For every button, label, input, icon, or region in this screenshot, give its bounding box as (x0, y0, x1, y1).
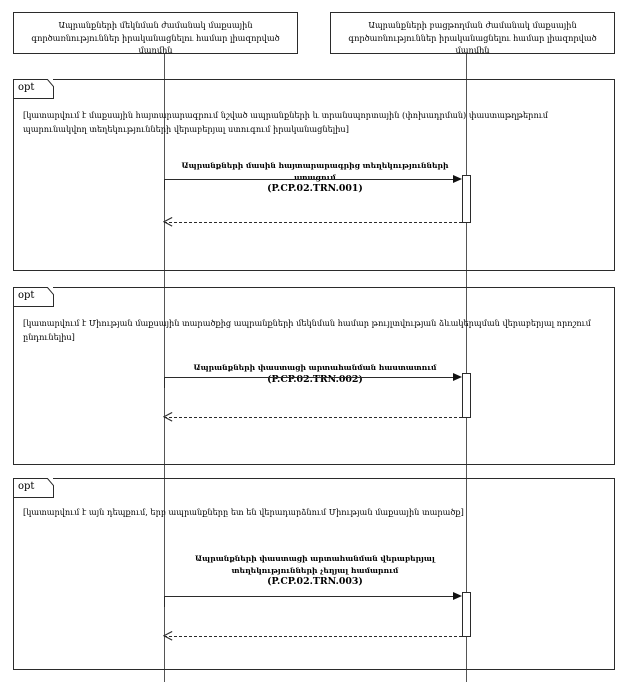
lifeline-release-authority (466, 54, 467, 682)
message-3-reply-arrowhead-icon (163, 631, 173, 641)
participant-departure-authority[interactable]: Ապրանքների մեկնման ժամանակ մաքսային գործ… (13, 12, 298, 54)
lifeline-departure-authority (164, 54, 165, 682)
pentagon-tag-icon (13, 79, 54, 99)
message-2-reply-arrowhead-icon (163, 412, 173, 422)
message-code: (P.CP.02.TRN.002) (267, 373, 363, 385)
pentagon-tag-icon (13, 287, 54, 307)
fragment-operator-label: opt (18, 481, 35, 492)
message-2-call-line[interactable] (164, 377, 454, 378)
message-3-source-stub (164, 596, 165, 607)
activation-bar-1 (462, 175, 471, 223)
fragment-operator-tag: opt (13, 79, 54, 99)
pentagon-tag-icon (13, 478, 54, 498)
opt-fragment-2[interactable]: opt [կատարվում է Միության մաքսային տարած… (13, 287, 615, 465)
fragment-guard-condition: [կատարվում է Միության մաքսային տարածքից … (23, 318, 591, 342)
message-1-reply-arrowhead-icon (163, 217, 173, 227)
message-label-1: Ապրանքների մասին հայտարարագրից տեղեկությ… (170, 160, 460, 195)
message-code: (P.CP.02.TRN.003) (267, 576, 363, 587)
fragment-guard-condition: [կատարվում է մաքսային հայտարարագրում նշվ… (23, 110, 548, 134)
fragment-guard-condition: [կատարվում է այն դեպքում, երբ ապրանքները… (23, 507, 464, 517)
message-label-2: Ապրանքների փաստացի արտահանման հաստատում … (170, 362, 460, 385)
message-1-source-stub (164, 179, 165, 190)
message-3-call-line[interactable] (164, 596, 454, 597)
message-code: (P.CP.02.TRN.001) (267, 183, 363, 194)
participant-label: Ապրանքների մեկնման ժամանակ մաքսային գործ… (31, 20, 280, 54)
message-1-reply-line[interactable] (164, 222, 462, 223)
opt-fragment-3[interactable]: opt [կատարվում է այն դեպքում, երբ ապրանք… (13, 478, 615, 670)
fragment-operator-label: opt (18, 82, 35, 93)
message-2-arrowhead-icon (453, 372, 462, 381)
message-2-source-stub (164, 377, 165, 388)
message-3-arrowhead-icon (453, 591, 462, 600)
fragment-operator-label: opt (18, 290, 35, 301)
fragment-operator-tag: opt (13, 287, 54, 307)
message-1-arrowhead-icon (453, 174, 462, 183)
message-name: Ապրանքների փաստացի արտահանման վերաբերյալ… (195, 554, 435, 575)
fragment-operator-tag: opt (13, 478, 54, 498)
activation-bar-3 (462, 592, 471, 637)
opt-fragment-1[interactable]: opt [կատարվում է մաքսային հայտարարագրում… (13, 79, 615, 271)
activation-bar-2 (462, 373, 471, 418)
message-name: Ապրանքների փաստացի արտահանման հաստատում (193, 363, 437, 372)
message-3-reply-line[interactable] (164, 636, 462, 637)
message-1-call-line[interactable] (164, 179, 454, 180)
message-name: Ապրանքների մասին հայտարարագրից տեղեկությ… (181, 161, 449, 182)
participant-release-authority[interactable]: Ապրանքների բացթողման ժամանակ մաքսային գո… (330, 12, 615, 54)
participant-label: Ապրանքների բացթողման ժամանակ մաքսային գո… (348, 20, 597, 54)
message-label-3: Ապրանքների փաստացի արտահանման վերաբերյալ… (158, 553, 472, 588)
message-2-reply-line[interactable] (164, 417, 462, 418)
